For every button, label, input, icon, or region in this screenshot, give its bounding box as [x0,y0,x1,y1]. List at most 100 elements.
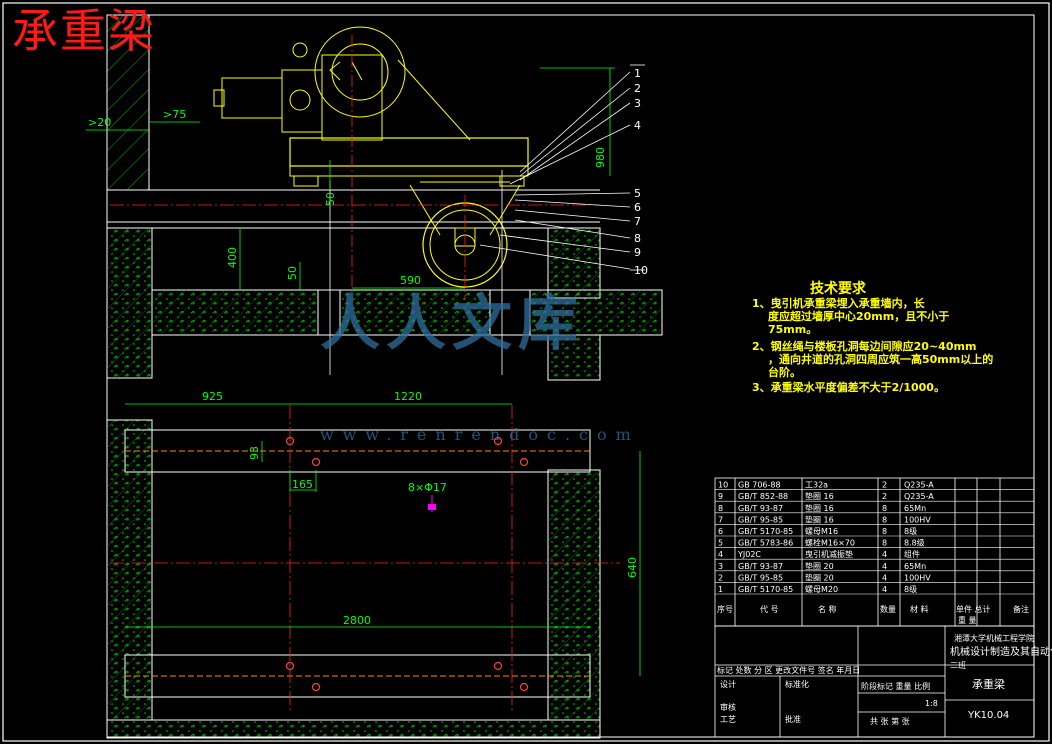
dim-50a: 50 [324,192,337,206]
parts-header-cell: 序号 [717,604,733,614]
parts-cell: 3 [718,562,723,571]
tech-item-1b: 度应超过墙厚中心20mm，且不小于 [768,310,950,323]
tech-item-3: 3、承重梁水平度偏差不大于2/1000。 [752,381,945,394]
tb-standard: 标准化 [785,679,809,689]
parts-cell: GB/T 5170-85 [738,585,793,594]
parts-cell: 8 [882,539,887,548]
parts-cell: 螺栓M16×70 [805,538,855,548]
tech-item-1c: 75mm。 [768,323,818,336]
drawing-title: 承重梁 [12,4,156,58]
parts-cell: 垫圈 16 [805,503,834,513]
parts-cell: 8级 [904,526,917,536]
callout-3: 3 [634,97,641,110]
dim-2800: 2800 [343,614,371,627]
parts-cell: GB/T 95-85 [738,573,783,582]
parts-cell: GB/T 95-85 [738,515,783,524]
parts-cell: GB/T 852-88 [738,492,788,501]
tb-major: 机械设计制造及其自动化 [950,645,1052,658]
tb-sheets: 共 张 第 张 [870,716,910,726]
parts-cell: Q235-A [904,492,934,501]
dim-980: 980 [594,147,607,168]
tech-item-2: 2、钢丝绳与楼板孔洞每边间隙应20~40mm [752,340,977,353]
parts-cell: GB/T 93-87 [738,562,783,571]
dim-165: 165 [292,478,313,491]
parts-cell: 垫圈 20 [805,561,834,571]
parts-cell: 2 [882,492,887,501]
parts-cell: 9 [718,492,723,501]
tb-process: 工艺 [720,715,736,724]
callout-5: 5 [634,187,641,200]
parts-cell: 8 [718,504,723,513]
parts-cell: 100HV [904,573,931,582]
parts-cell: 垫圈 20 [805,572,834,582]
parts-cell: 100HV [904,515,931,524]
parts-cell: 4 [882,585,887,594]
tb-design: 设计 [720,679,736,689]
callout-9: 9 [634,246,641,259]
watermark-url: www.renrendoc.com [320,425,640,444]
callout-7: 7 [634,215,641,228]
parts-cell: 垫圈 16 [805,491,834,501]
parts-cell: 曳引机减振垫 [805,549,853,559]
dim-1220: 1220 [394,390,422,403]
plan-view [106,403,641,739]
parts-cell: 6 [718,527,723,536]
parts-table [714,477,1035,627]
parts-header-cell: 单件 总计 [956,604,991,614]
tb-drawing-name: 承重梁 [972,677,1005,691]
dim-925: 925 [202,390,223,403]
callout-6: 6 [634,201,641,214]
parts-cell: Q235-A [904,481,934,490]
parts-cell: 8级 [904,584,917,594]
parts-header-cell: 数量 [880,604,896,614]
callout-4: 4 [634,119,641,132]
parts-cell: 组件 [904,549,920,559]
parts-header-cell: 备注 [1013,604,1029,614]
dim-holes: 8×Φ17 [408,481,447,494]
parts-cell: 8 [882,504,887,513]
tech-item-2b: ，通向井道的孔洞四周应筑一高50mm以上的 [768,353,994,366]
dim-590: 590 [400,274,421,287]
dim-93: 93 [248,446,261,460]
parts-cell: 2 [882,481,887,490]
watermark: 人人文库 www.renrendoc.com [320,275,631,444]
parts-header-cell: 代 号 [760,604,779,614]
parts-header-cell: 名 称 [818,604,837,614]
parts-header-cell: 材 料 [910,604,929,614]
parts-cell: 螺母M20 [805,584,838,594]
tb-review: 审核 [720,702,736,712]
tech-requirements-heading: 技术要求 [810,281,866,297]
parts-cell: 2 [718,573,723,582]
parts-cell: 65Mn [904,562,926,571]
tb-rev-row: 标记 处数 分 区 更改文件号 签名 年月日 [717,665,860,675]
tb-drawing-no: YK10.04 [967,710,1009,721]
parts-cell: 4 [882,550,887,559]
parts-cell: YJ02C [737,550,761,559]
callout-2: 2 [634,82,641,95]
title-block [714,625,1035,738]
elevation-view [86,14,663,381]
dim-50b: 50 [286,266,299,280]
parts-cell: GB/T 5783-86 [738,539,793,548]
parts-cell: 4 [882,562,887,571]
parts-cell: 1 [718,585,723,594]
parts-cell: GB 706-88 [738,481,781,490]
parts-cell: 4 [882,573,887,582]
parts-cell: 8 [882,527,887,536]
tech-item-2c: 台阶。 [768,366,801,379]
parts-cell: 垫圈 16 [805,514,834,524]
tb-class: 二班 [950,660,966,670]
parts-cell: 7 [718,515,723,524]
callout-1: 1 [634,67,641,80]
callout-8: 8 [634,232,641,245]
dim-ge75: >75 [163,108,186,121]
parts-cell: 10 [718,481,728,490]
parts-weight-label: 重 量 [958,615,977,625]
parts-cell: 8 [882,515,887,524]
parts-cell: GB/T 5170-85 [738,527,793,536]
tech-item-1: 1、曳引机承重梁埋入承重墙内，长 [752,297,925,310]
dim-640: 640 [626,557,639,578]
